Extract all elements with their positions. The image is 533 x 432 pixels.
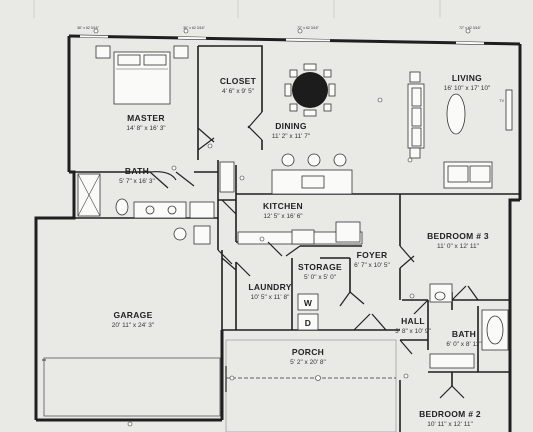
outlet-markers bbox=[127, 97, 415, 427]
washer-label: W bbox=[304, 298, 313, 308]
kitchen-dim: 12' 5" x 16' 6" bbox=[263, 213, 303, 220]
bath1-name: BATH bbox=[125, 166, 149, 176]
window-tag-1: 36" x 62 3/16" bbox=[77, 26, 100, 30]
hall-dim: 3' 8" x 10' 9" bbox=[395, 328, 431, 335]
top-windows bbox=[79, 35, 485, 45]
bath2-dim: 6' 0" x 8' 11" bbox=[446, 341, 482, 348]
bedroom3-name: BEDROOM # 3 bbox=[427, 231, 489, 241]
bedroom3-dim: 11' 0" x 12' 11" bbox=[437, 243, 480, 250]
kitchen-counter bbox=[219, 161, 363, 245]
tv-label: TV bbox=[500, 99, 505, 103]
door-swings bbox=[149, 111, 479, 399]
storage-dim: 5' 0" x 5' 0" bbox=[304, 274, 337, 281]
living-sofa bbox=[407, 71, 425, 159]
garage-name: GARAGE bbox=[113, 310, 152, 320]
bath2-fixtures bbox=[429, 283, 509, 369]
master-bed bbox=[95, 45, 189, 105]
kitchen-bar bbox=[271, 153, 353, 195]
dryer-label: D bbox=[305, 318, 311, 328]
foyer-name: FOYER bbox=[357, 250, 388, 260]
bath2-name: BATH bbox=[452, 329, 476, 339]
window-tag-2: 36" x 62 3/16" bbox=[183, 26, 206, 30]
laundry-dim: 10' 5" x 11' 8" bbox=[251, 294, 290, 301]
living-loveseat bbox=[443, 161, 493, 189]
tv-stand bbox=[505, 89, 513, 131]
storage-name: STORAGE bbox=[298, 262, 342, 272]
porch-name: PORCH bbox=[292, 347, 324, 357]
bedroom2-dim: 10' 11" x 12' 11" bbox=[427, 421, 473, 428]
dining-table bbox=[284, 63, 336, 117]
laundry-name: LAUNDRY bbox=[248, 282, 291, 292]
master-name: MASTER bbox=[127, 113, 165, 123]
window-tag-3: 72" x 62 3/16" bbox=[297, 26, 320, 30]
living-dim: 16' 10" x 17' 10" bbox=[444, 85, 491, 92]
coffee-table bbox=[446, 93, 466, 135]
dining-dim: 11' 2" x 11' 7" bbox=[272, 133, 311, 140]
closet-dim: 4' 6" x 9' 5" bbox=[222, 88, 255, 95]
porch-dim: 5' 2" x 20' 8" bbox=[290, 359, 326, 366]
bath1-dim: 5' 7" x 16' 3" bbox=[119, 178, 155, 185]
hall-name: HALL bbox=[401, 316, 425, 326]
window-tag-4: 72" x 62 3/16" bbox=[459, 26, 482, 30]
closet-name: CLOSET bbox=[220, 76, 257, 86]
master-dim: 14' 8" x 16' 3" bbox=[126, 125, 166, 132]
garage-door bbox=[42, 357, 221, 417]
top-margin-lines bbox=[33, 0, 441, 18]
living-name: LIVING bbox=[452, 73, 482, 83]
room-labels: MASTER 14' 8" x 16' 3" CLOSET 4' 6" x 9'… bbox=[112, 73, 491, 428]
window-tags: 36" x 62 3/16" 36" x 62 3/16" 72" x 62 3… bbox=[77, 26, 482, 34]
bedroom2-name: BEDROOM # 2 bbox=[419, 409, 481, 419]
garage-fixtures bbox=[173, 225, 211, 245]
foyer-dim: 6' 7" x 10' 5" bbox=[354, 262, 390, 269]
kitchen-name: KITCHEN bbox=[263, 201, 303, 211]
dining-name: DINING bbox=[275, 121, 307, 131]
garage-dim: 20' 11" x 24' 3" bbox=[112, 322, 155, 329]
laundry-machines: W D bbox=[297, 293, 319, 331]
bath1-fixtures bbox=[77, 173, 215, 219]
